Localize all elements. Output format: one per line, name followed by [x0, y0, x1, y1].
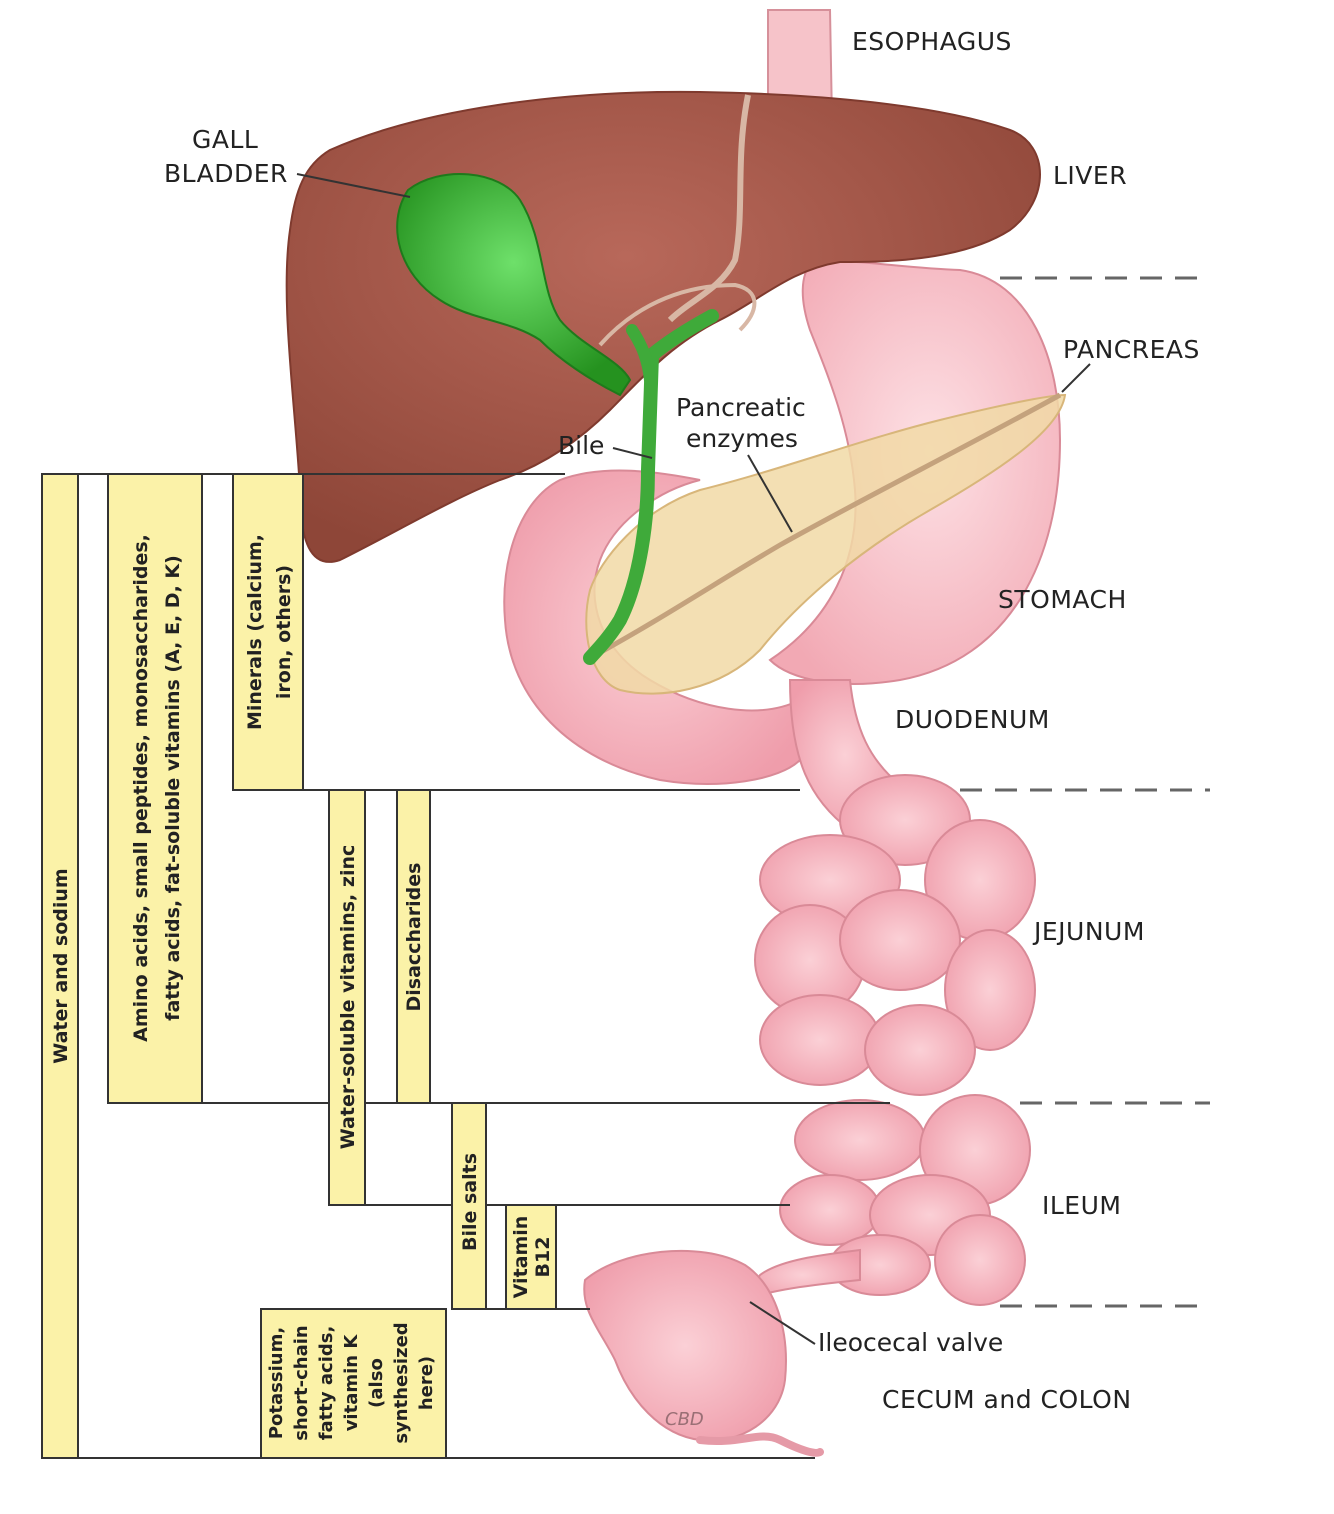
absorption-text-potassium-line2: short-chain [291, 1325, 312, 1440]
absorption-text-minerals-line1: Minerals (calcium, [244, 534, 266, 730]
absorption-text-vitb12-line1: Vitamin [510, 1216, 532, 1299]
cecum-colon-shape [583, 1249, 824, 1457]
absorption-text-disaccharides: Disaccharides [403, 863, 425, 1012]
label-cecum-colon: CECUM and COLON [882, 1385, 1132, 1414]
absorption-text-amino-line1: Amino acids, small peptides, monosacchar… [130, 534, 152, 1042]
absorption-bar-water-soluble-vitamins: Water-soluble vitamins, zinc [328, 789, 366, 1206]
label-stomach: STOMACH [998, 585, 1127, 614]
absorption-bar-amino-acids: Amino acids, small peptides, monosacchar… [107, 473, 203, 1104]
absorption-text-potassium-line7: here) [416, 1356, 437, 1410]
jejunum-loops [754, 774, 1036, 1096]
leader-bile [612, 447, 653, 459]
absorption-text-potassium-line6: synthesized [391, 1322, 412, 1443]
label-esophagus: ESOPHAGUS [852, 27, 1012, 56]
absorption-text-water-soluble: Water-soluble vitamins, zinc [337, 845, 359, 1149]
gall-bladder-shape [396, 173, 632, 397]
ileum-loops [779, 1094, 1031, 1306]
leader-ileocecal-valve [749, 1301, 816, 1345]
absorption-bar-vitamin-b12: Vitamin B12 [505, 1204, 557, 1310]
label-pancreatic-enzymes-line1: Pancreatic [676, 393, 806, 422]
artist-signature: CBD [665, 1409, 704, 1430]
label-duodenum: DUODENUM [895, 705, 1050, 734]
bile-duct [583, 309, 719, 665]
pancreatic-duct [588, 392, 1062, 661]
absorption-text-water-sodium: Water and sodium [50, 868, 72, 1063]
liver-fissure [598, 282, 757, 347]
label-jejunum: JEJUNUM [1032, 917, 1145, 946]
label-liver: LIVER [1053, 161, 1127, 190]
absorption-text-potassium-line5: (also [366, 1358, 387, 1408]
absorption-bar-disaccharides: Disaccharides [396, 789, 431, 1104]
absorption-bar-bile-salts: Bile salts [451, 1102, 487, 1310]
label-ileum: ILEUM [1042, 1191, 1121, 1220]
leader-pancreas [1061, 363, 1091, 393]
absorption-text-vitb12-line2: B12 [532, 1237, 554, 1278]
liver-ligament [667, 94, 751, 323]
leader-gall-bladder [296, 173, 411, 198]
absorption-text-potassium-line4: vitamin K [341, 1334, 362, 1432]
label-gall-bladder-line1: GALL [192, 125, 258, 154]
duodenum-shape [503, 469, 801, 785]
absorption-text-minerals-line2: iron, others) [273, 565, 295, 699]
absorption-text-amino-line2: fatty acids, fat-soluble vitamins (A, E,… [162, 555, 184, 1021]
pancreas-shape [585, 393, 1067, 695]
label-ileocecal-valve: Ileocecal valve [818, 1328, 1003, 1357]
absorption-bar-minerals: Minerals (calcium, iron, others) [232, 473, 304, 791]
label-bile: Bile [558, 431, 604, 460]
label-gall-bladder-line2: BLADDER [164, 159, 288, 188]
absorption-text-bile-salts: Bile salts [459, 1153, 481, 1251]
label-pancreas: PANCREAS [1063, 335, 1200, 364]
absorption-bar-water-sodium: Water and sodium [41, 473, 79, 1459]
absorption-text-potassium-line3: fatty acids, [316, 1326, 337, 1441]
absorption-bar-potassium: Potassium, short-chain fatty acids, vita… [260, 1308, 447, 1459]
label-pancreatic-enzymes-line2: enzymes [686, 424, 798, 453]
leader-pancreatic-enzymes [747, 454, 793, 533]
absorption-text-potassium-line1: Potassium, [266, 1327, 287, 1439]
bile-duct-branch [626, 324, 656, 386]
